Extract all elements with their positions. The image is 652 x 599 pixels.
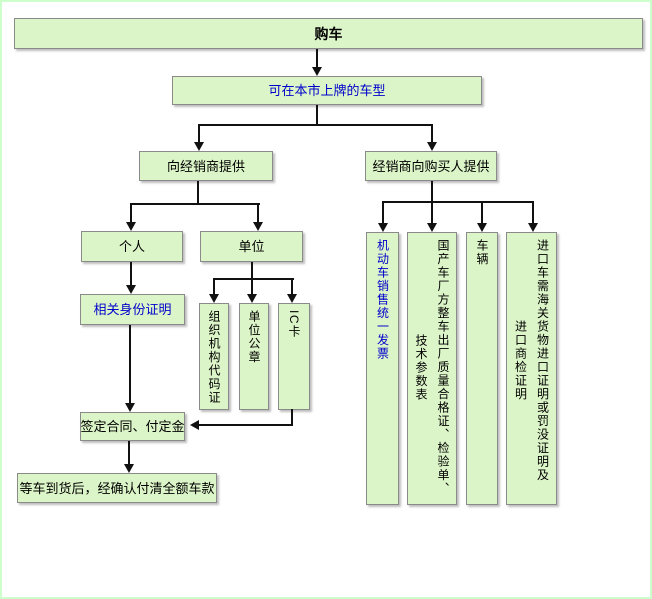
flow-line — [431, 181, 433, 203]
flow-line — [213, 278, 215, 295]
node-domestic-cert-line2: 技术参数表 — [414, 333, 428, 402]
node-final-payment: 等车到货后，经确认付清全额车款 — [17, 473, 217, 503]
flow-arrowhead-down — [124, 464, 134, 473]
node-import-cert-line2: 进口商检证明 — [513, 320, 528, 401]
node-domestic-cert-line1: 国产车厂方整车出厂质量合格证、检验单、 — [436, 239, 450, 496]
node-identity-proof: 相关身份证明 — [80, 294, 185, 325]
node-org-code-cert-text: 组织机构代码证 — [207, 310, 221, 405]
flow-arrowhead-down — [194, 142, 204, 151]
flow-arrowhead-down — [126, 285, 136, 294]
flow-line — [431, 124, 433, 143]
node-org-code-cert: 组织机构代码证 — [199, 303, 229, 410]
flow-line — [130, 203, 260, 205]
flow-arrowhead-left — [190, 420, 199, 430]
flow-line — [382, 201, 384, 224]
flow-line — [291, 278, 293, 295]
flow-arrowhead-down — [247, 294, 257, 303]
node-dealer-to-buyer: 经销商向购买人提供 — [365, 151, 497, 181]
flow-arrowhead-down — [287, 294, 297, 303]
node-city-models: 可在本市上牌的车型 — [172, 76, 482, 105]
flow-line — [291, 409, 293, 426]
flow-arrowhead-down — [477, 223, 487, 232]
node-sales-invoice: 机动车销售统一发票 — [366, 232, 399, 505]
flow-arrowhead-down — [312, 67, 322, 76]
flow-line — [532, 201, 534, 224]
flow-line — [129, 325, 131, 403]
flow-line — [198, 124, 433, 126]
node-sales-invoice-text: 机动车销售统一发票 — [375, 239, 390, 361]
node-ic-card: IC卡 — [278, 303, 310, 410]
node-import-cert: 进口车需海关货物进口证明或罚没证明及 进口商检证明 — [506, 232, 557, 505]
node-import-cert-text: 进口车需海关货物进口证明或罚没证明及 进口商检证明 — [510, 239, 554, 482]
flow-line — [257, 203, 259, 223]
flow-line — [199, 424, 293, 426]
flow-arrowhead-down — [253, 222, 263, 231]
flow-arrowhead-down — [427, 223, 437, 232]
node-unit: 单位 — [200, 231, 303, 262]
flow-line — [198, 124, 200, 143]
flow-line — [481, 201, 483, 224]
node-import-cert-line1: 进口车需海关货物进口证明或罚没证明及 — [535, 239, 550, 482]
flow-line — [197, 181, 199, 204]
node-domestic-cert-text: 国产车厂方整车出厂质量合格证、检验单、 技术参数表 — [410, 239, 454, 496]
flow-arrowhead-down — [125, 403, 135, 412]
node-vehicle: 车辆 — [466, 232, 498, 505]
flow-line — [130, 262, 132, 285]
flow-arrowhead-down — [528, 223, 538, 232]
node-purchase: 购车 — [14, 18, 643, 49]
flow-arrowhead-down — [126, 222, 136, 231]
node-personal: 个人 — [81, 231, 183, 262]
node-vehicle-text: 车辆 — [475, 239, 489, 266]
flow-line — [316, 105, 318, 125]
node-ic-card-text: IC卡 — [287, 310, 301, 339]
flow-line — [130, 203, 132, 223]
flow-line — [128, 441, 130, 464]
node-unit-seal-text: 单位公章 — [247, 310, 261, 364]
node-domestic-cert: 国产车厂方整车出厂质量合格证、检验单、 技术参数表 — [407, 232, 457, 505]
flow-line — [382, 201, 534, 203]
flow-line — [316, 49, 318, 67]
node-unit-seal: 单位公章 — [239, 303, 269, 410]
flow-line — [251, 278, 253, 295]
flow-arrowhead-down — [209, 294, 219, 303]
node-sign-contract: 签定合同、付定金 — [80, 412, 185, 441]
flow-line — [431, 201, 433, 224]
flow-arrowhead-down — [378, 223, 388, 232]
flow-arrowhead-down — [427, 142, 437, 151]
flow-line — [251, 262, 253, 279]
node-provide-to-dealer: 向经销商提供 — [139, 151, 273, 181]
flow-line — [213, 278, 294, 280]
